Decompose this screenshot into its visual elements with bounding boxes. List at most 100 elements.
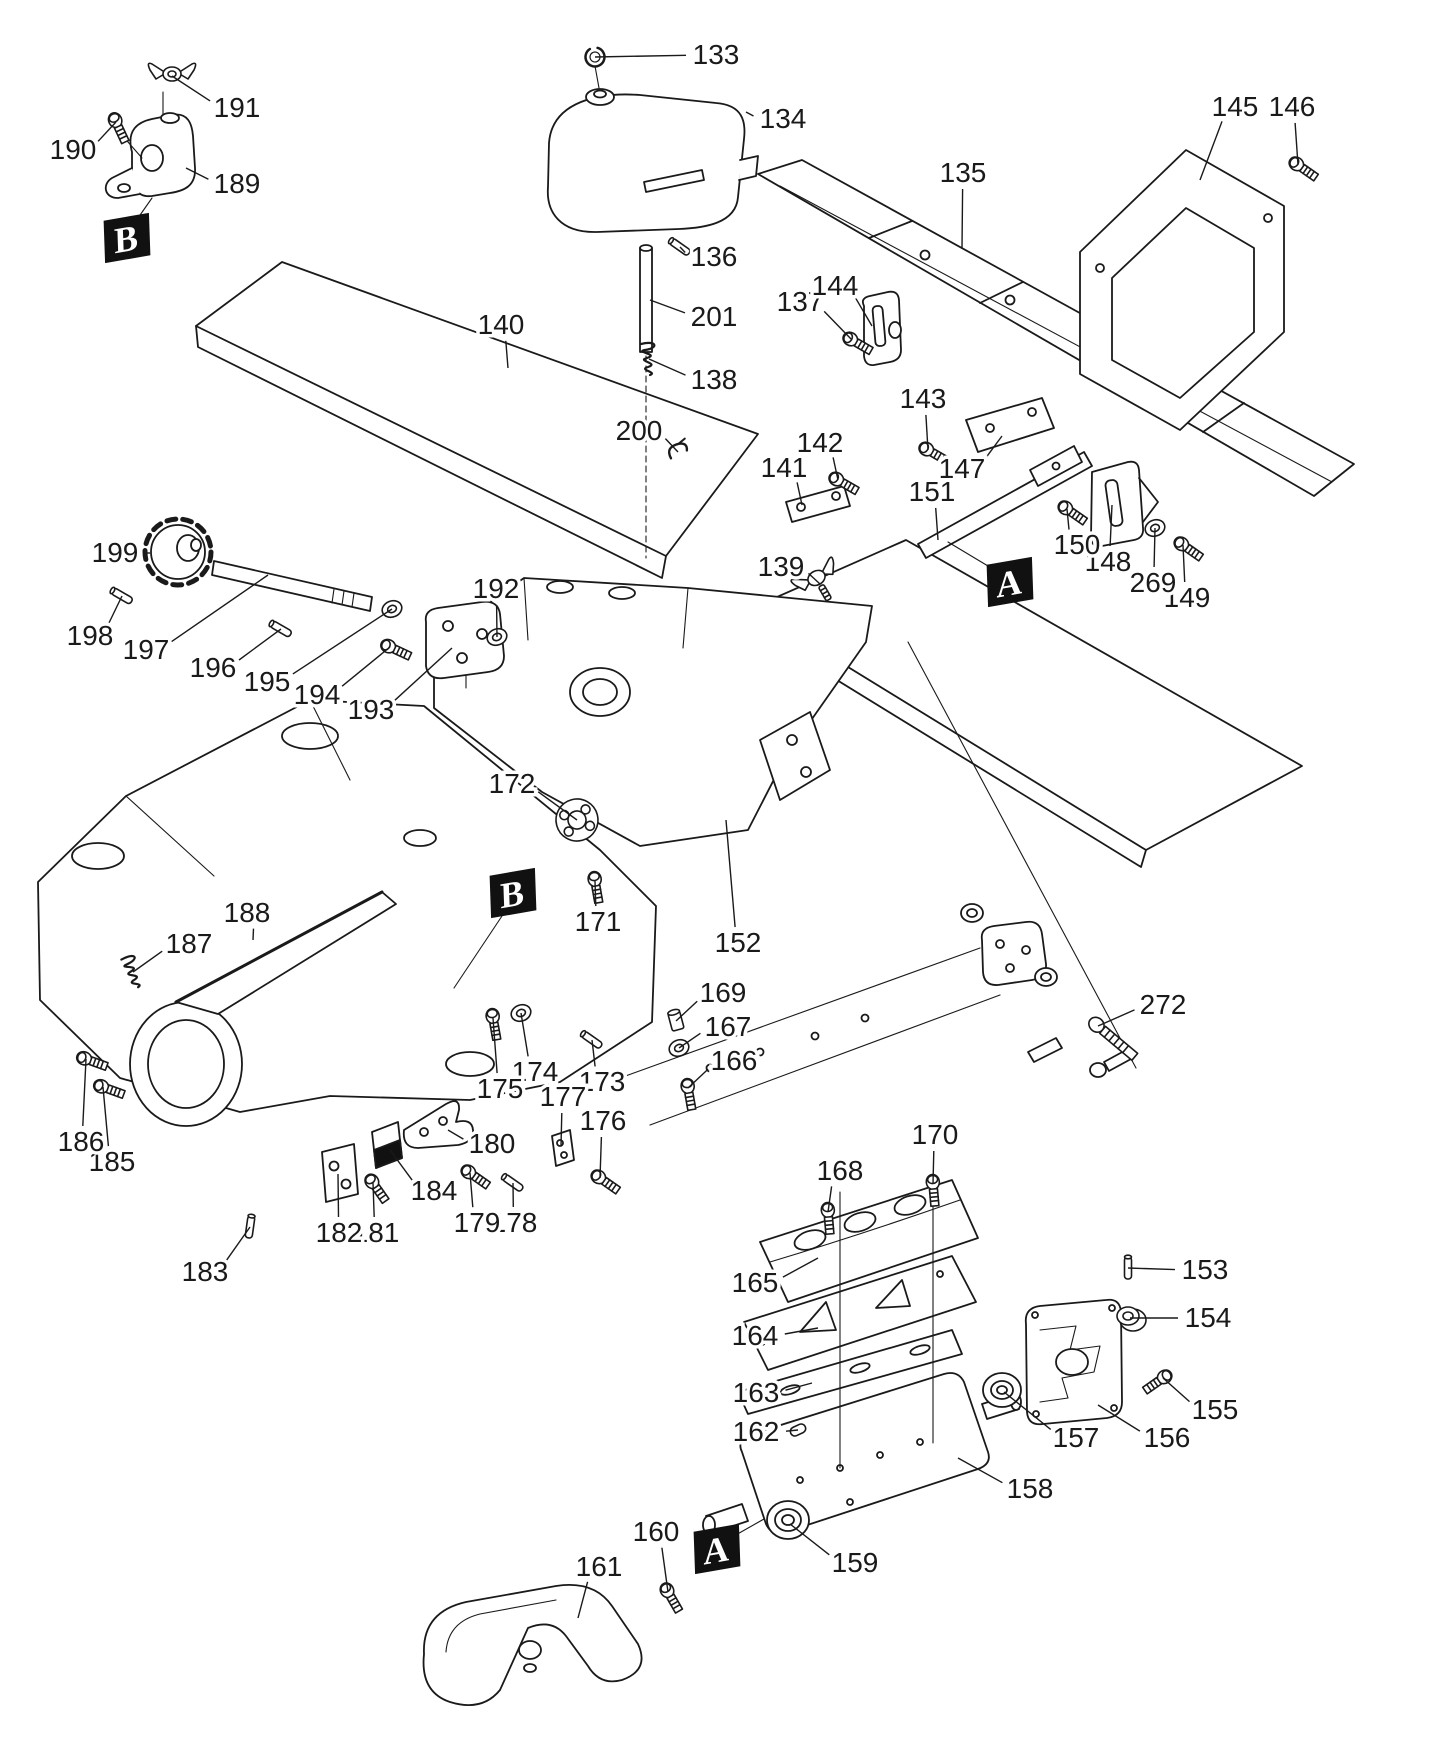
part-glyph-191 <box>147 62 197 82</box>
part-glyph-166 <box>680 1077 697 1112</box>
part-glyph-146 <box>1288 156 1320 182</box>
part-glyph-174 <box>510 1003 532 1023</box>
leader-188 <box>252 928 255 941</box>
leader-173 <box>591 1039 596 1067</box>
part-label-147: 147 <box>939 453 986 484</box>
leader-146 <box>1294 122 1299 166</box>
plate-141-shape <box>785 485 851 523</box>
part-label-172: 172 <box>489 768 536 799</box>
leader-182 <box>337 1173 340 1218</box>
leader-151 <box>935 507 939 541</box>
part-glyph-153 <box>1123 1254 1133 1280</box>
leader-193 <box>394 647 453 701</box>
bracket-145-shape <box>1079 149 1285 431</box>
section-markers: B B A A <box>103 212 1034 1575</box>
part-label-164: 164 <box>732 1320 779 1351</box>
part-label-139: 139 <box>758 551 805 582</box>
part-glyph-139 <box>790 556 835 602</box>
part-label-169: 169 <box>700 977 747 1008</box>
part-glyph-160 <box>659 1582 684 1614</box>
svg-text:A: A <box>996 561 1023 606</box>
part-label-195: 195 <box>244 666 291 697</box>
svg-text:A: A <box>703 1528 730 1573</box>
part-label-137: 137 <box>777 286 824 317</box>
leader-141 <box>796 482 803 506</box>
leader-180 <box>447 1129 464 1140</box>
leader-201 <box>649 299 686 314</box>
leader-147 <box>984 435 1003 460</box>
leader-158 <box>957 1457 1003 1484</box>
part-label-176: 176 <box>580 1105 627 1136</box>
part-label-183: 183 <box>182 1256 229 1287</box>
part-glyph-149 <box>1173 536 1205 562</box>
leader-194 <box>341 646 391 687</box>
plate-182-shape <box>321 1143 359 1203</box>
leader-149 <box>1182 544 1186 583</box>
leader-168 <box>827 1186 833 1213</box>
part-label-196: 196 <box>190 652 237 683</box>
part-glyph-138 <box>639 341 656 377</box>
part-glyph-194 <box>380 638 413 661</box>
part-label-159: 159 <box>832 1547 879 1578</box>
part-label-158: 158 <box>1007 1473 1054 1504</box>
part-glyph-198 <box>109 586 133 605</box>
deflector-165-shape <box>759 1179 979 1303</box>
leader-160 <box>661 1547 669 1593</box>
part-label-134: 134 <box>760 103 807 134</box>
part-label-163: 163 <box>733 1377 780 1408</box>
part-label-185: 185 <box>89 1146 136 1177</box>
part-glyph-143 <box>918 441 950 466</box>
rod-201-shape <box>639 244 653 559</box>
part-glyph-133 <box>584 46 606 68</box>
part-label-167: 167 <box>705 1011 752 1042</box>
leader-171 <box>594 880 597 907</box>
part-label-187: 187 <box>166 928 213 959</box>
part-label-150: 150 <box>1054 529 1101 560</box>
leader-184 <box>389 1149 413 1181</box>
part-glyph-170 <box>925 1173 941 1208</box>
part-glyph-154 <box>1116 1306 1147 1332</box>
part-label-155: 155 <box>1192 1394 1239 1425</box>
leader-148 <box>1109 504 1113 547</box>
leader-191 <box>171 75 211 102</box>
part-label-177: 177 <box>540 1081 587 1112</box>
part-label-170: 170 <box>912 1119 959 1150</box>
part-glyph-171 <box>587 870 604 905</box>
part-glyphs <box>75 46 1320 1614</box>
leader-172 <box>537 791 578 821</box>
part-glyph-200 <box>668 437 689 460</box>
part-label-197: 197 <box>123 634 170 665</box>
marker-B-1: B <box>103 212 151 264</box>
leader-139 <box>808 572 821 585</box>
part-label-171: 171 <box>575 906 622 937</box>
marker-B-2: B <box>489 867 537 919</box>
part-glyph-181 <box>364 1173 390 1205</box>
leader-195 <box>292 608 393 675</box>
leader-152 <box>725 819 736 928</box>
leader-189 <box>185 167 209 180</box>
leader-165 <box>782 1257 819 1278</box>
part-glyph-155 <box>1141 1369 1173 1395</box>
part-label-173: 173 <box>579 1066 626 1097</box>
leader-176 <box>599 1136 603 1179</box>
part-glyph-190 <box>107 112 130 145</box>
part-label-166: 166 <box>711 1045 758 1076</box>
leader-181 <box>372 1182 375 1218</box>
part-label-175: 175 <box>477 1073 524 1104</box>
part-label-191: 191 <box>214 92 261 123</box>
part-label-148: 148 <box>1085 546 1132 577</box>
leader-198 <box>108 595 123 624</box>
table-140-shape <box>195 261 759 579</box>
part-label-149: 149 <box>1164 582 1211 613</box>
marker-A-4: A <box>693 1523 741 1575</box>
part-label-152: 152 <box>715 927 762 958</box>
leader-142 <box>832 457 839 481</box>
part-label-154: 154 <box>1185 1302 1232 1333</box>
part-glyph-150 <box>1057 500 1089 526</box>
part-glyph-183 <box>244 1213 256 1239</box>
leader-269 <box>1153 527 1156 568</box>
part-glyph-176 <box>590 1169 622 1195</box>
part-label-180: 180 <box>469 1128 516 1159</box>
